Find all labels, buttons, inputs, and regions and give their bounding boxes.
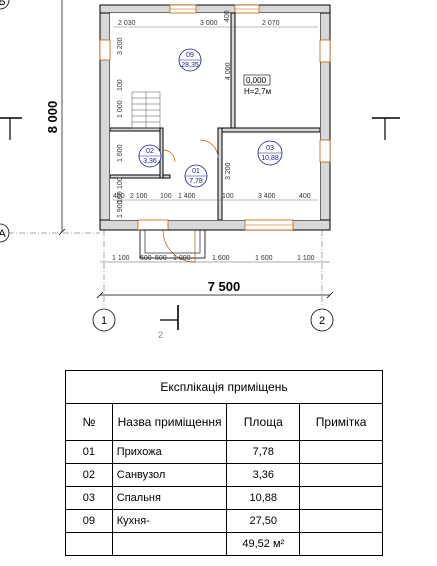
svg-text:2 030: 2 030 — [118, 20, 136, 27]
svg-text:400: 400 — [113, 193, 125, 200]
svg-text:400: 400 — [224, 10, 231, 22]
stairs — [131, 91, 161, 129]
svg-text:1 600: 1 600 — [117, 144, 124, 162]
room-no: 03 — [266, 145, 274, 152]
section-label: 2 — [158, 330, 163, 340]
room-marker-03: 03 10,88 — [257, 140, 283, 166]
svg-text:А: А — [0, 228, 6, 240]
dimensions-top: 2 030 3 000 400 2 070 — [113, 10, 318, 28]
header-note: Примітка — [299, 403, 383, 441]
svg-text:1 000: 1 000 — [173, 255, 191, 262]
room-no: 02 — [146, 148, 154, 155]
svg-text:600: 600 — [140, 255, 152, 262]
dimensions-bottom: 1 100 600 500 1 000 1 600 1 600 1 100 — [100, 255, 330, 263]
floor-plan: 09 28,35 02 3,36 01 7,78 03 10,88 0,000 … — [0, 0, 400, 340]
room-marker-09: 09 28,35 — [178, 48, 202, 72]
room-height: H=2,7м — [244, 87, 271, 96]
svg-text:1 100: 1 100 — [112, 255, 130, 262]
svg-text:100: 100 — [117, 191, 124, 203]
svg-text:1: 1 — [101, 315, 107, 327]
svg-text:Б: Б — [0, 0, 6, 8]
svg-text:2 070: 2 070 — [262, 20, 280, 27]
table-total-row: 49,52 м² — [65, 532, 383, 556]
axis-marker-a: А — [0, 223, 10, 243]
svg-text:1 000: 1 000 — [117, 100, 124, 118]
svg-text:3 200: 3 200 — [117, 37, 124, 55]
svg-text:2 100: 2 100 — [130, 193, 148, 200]
explication-table: Експлікація приміщень № Назва приміщення… — [65, 370, 383, 556]
total-height-dimension: 8 000 — [45, 0, 66, 236]
svg-text:400: 400 — [299, 193, 311, 200]
section-marks — [0, 117, 400, 330]
total-height: 8 000 — [45, 101, 60, 134]
axis-marker-b: Б — [0, 0, 10, 10]
svg-text:100: 100 — [222, 193, 234, 200]
room-no: 01 — [192, 168, 200, 175]
svg-text:1 600: 1 600 — [212, 255, 230, 262]
axis-marker-2: 2 — [310, 308, 334, 332]
header-name: Назва приміщення — [111, 403, 228, 441]
svg-text:1 600: 1 600 — [255, 255, 273, 262]
total-width-dimension: 7 500 — [96, 279, 334, 299]
dimensions-mid: 2 100 100 1 400 100 3 400 400 400 — [113, 193, 318, 201]
total-area: 49,52 м² — [226, 532, 301, 556]
svg-text:2: 2 — [319, 315, 325, 327]
room-marker-01: 01 7,78 — [184, 164, 208, 188]
svg-text:1 400: 1 400 — [178, 193, 196, 200]
svg-text:3 000: 3 000 — [200, 20, 218, 27]
total-width: 7 500 — [208, 279, 241, 294]
svg-text:4 000: 4 000 — [225, 62, 232, 80]
svg-text:500: 500 — [155, 255, 167, 262]
partitions — [109, 12, 321, 221]
windows — [99, 4, 331, 231]
svg-text:3 200: 3 200 — [225, 162, 232, 180]
room-no: 09 — [186, 52, 194, 59]
svg-text:1 900: 1 900 — [117, 200, 124, 218]
dimensions-vertical: 3 200 4 000 100 1 000 1 600 100 100 1 90… — [117, 37, 232, 218]
room-area: 28,35 — [181, 62, 199, 69]
room-area: 7,78 — [189, 178, 203, 185]
axis-lines — [8, 230, 323, 305]
svg-text:100: 100 — [117, 79, 124, 91]
room-marker-02: 02 3,36 — [138, 144, 162, 168]
room-area: 10,88 — [261, 155, 279, 162]
axis-marker-1: 1 — [92, 308, 116, 332]
header-area: Площа — [226, 403, 301, 441]
svg-text:1 100: 1 100 — [297, 255, 315, 262]
room-area: 3,36 — [143, 158, 157, 165]
svg-text:100: 100 — [117, 177, 124, 189]
table-title: Експлікація приміщень — [65, 370, 383, 404]
svg-text:100: 100 — [160, 193, 172, 200]
level-mark: 0,000 H=2,7м — [243, 74, 271, 96]
level-value: 0,000 — [246, 76, 267, 85]
header-no: № — [65, 403, 113, 441]
svg-text:3 400: 3 400 — [258, 193, 276, 200]
